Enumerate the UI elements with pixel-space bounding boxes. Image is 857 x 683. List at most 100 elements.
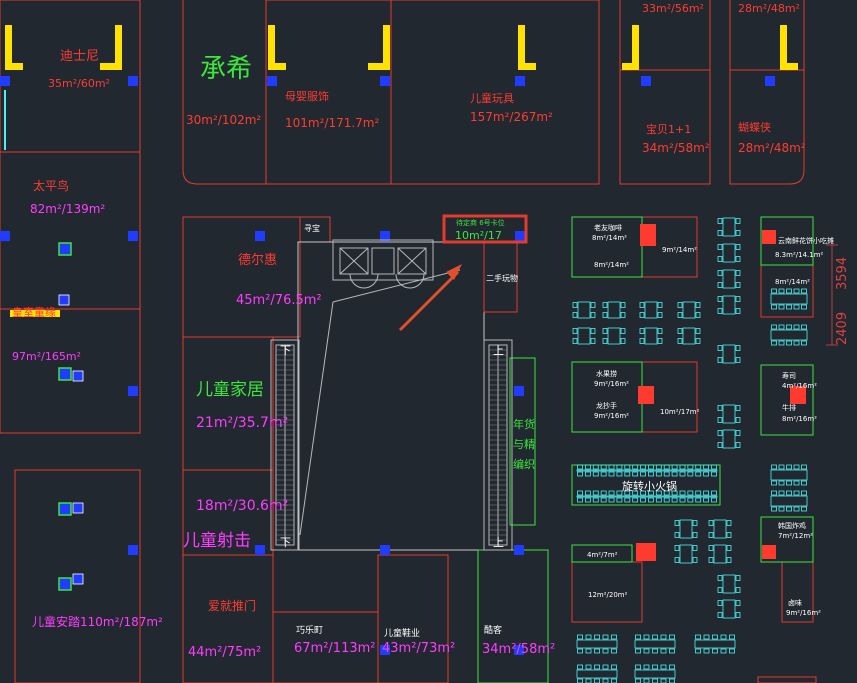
chair [687,464,694,470]
chair [635,678,641,683]
table [682,327,696,345]
chair [640,471,646,477]
chair [577,490,583,496]
chair [677,328,683,334]
chair [632,497,639,503]
chair [590,328,596,334]
chair [620,312,626,318]
chair [793,506,800,512]
chair [643,648,650,654]
chair [616,471,623,477]
table [679,519,693,539]
table [770,293,808,305]
chair [657,312,663,318]
chair [708,557,714,563]
label-shousi: 寿司 [782,371,796,380]
chair [577,471,583,477]
chair [679,464,686,470]
label-chengxi: 承希 [200,54,252,84]
chair [671,464,678,470]
chair [671,471,678,477]
label-shuiguo-area: 9m²/16m² [594,380,629,388]
chair [572,328,578,334]
label-paper-2: 与精 [513,438,535,451]
chair [695,648,701,654]
chair [635,634,641,640]
chair [660,678,667,683]
chair [717,587,723,593]
chair [577,497,583,503]
table [576,639,618,649]
chair [639,328,645,334]
column-marker [255,545,265,555]
chair [703,490,710,496]
chair [708,520,714,526]
chair [584,471,591,477]
chair [735,230,741,236]
table [644,301,658,319]
chair [786,324,792,330]
label-ershou: 二手玩物 [486,273,518,283]
chair [611,634,617,640]
label-laoyou-cafe: 老友咖啡 [594,223,622,232]
green-outlines [477,216,814,683]
chair [585,634,592,640]
chair [652,678,658,683]
chair [669,678,675,683]
chair [717,218,723,224]
chair [786,464,792,470]
label-xiezi: 儿童鞋业 [384,627,420,639]
label-area-8-14: 8m²/14m² [592,234,627,242]
chair [778,288,785,294]
table [694,639,736,649]
chair [717,612,723,618]
chair [717,442,723,448]
label-jiaju: 儿童家居 [196,380,264,400]
chair [602,338,608,344]
chair [572,312,578,318]
chair [703,464,710,470]
label-highlight-area: 10m²/17 [455,229,502,242]
chair [632,464,639,470]
table [722,404,736,424]
chair [620,338,626,344]
chair [735,417,741,423]
chair [616,490,623,496]
chair [778,480,785,486]
label-taipingniao-area: 82m²/139m² [30,202,105,216]
chair [778,340,785,346]
chair [585,648,592,654]
column-marker [380,545,390,555]
chair [594,648,600,654]
table [722,295,736,315]
chair [602,312,608,318]
chair [735,575,741,581]
chair [692,532,698,538]
label-up-right-bottom: 上 [493,536,504,549]
chair [793,288,800,294]
chair [643,634,650,640]
chair [708,545,714,551]
chair [663,490,670,496]
label-yunnan: 云南鲜花饼小吃摊 [778,236,834,245]
column-marker [58,242,72,256]
table [722,574,736,594]
chair [640,490,646,496]
chair [695,302,701,308]
label-up-right-top: 上 [493,344,504,357]
chair [663,471,670,477]
chair [735,612,741,618]
chair [801,490,807,496]
column-marker [0,231,10,241]
label-kuaidi-area: 34m²/58m² [482,642,555,657]
chair [735,442,741,448]
dimension-marker [826,244,838,346]
chair [735,430,741,436]
chair [711,471,717,477]
label-muying-area: 101m²/171.7m² [285,116,379,130]
chair [711,464,717,470]
chair [585,678,592,683]
chair [677,302,683,308]
chair [632,490,639,496]
chair [711,497,717,503]
